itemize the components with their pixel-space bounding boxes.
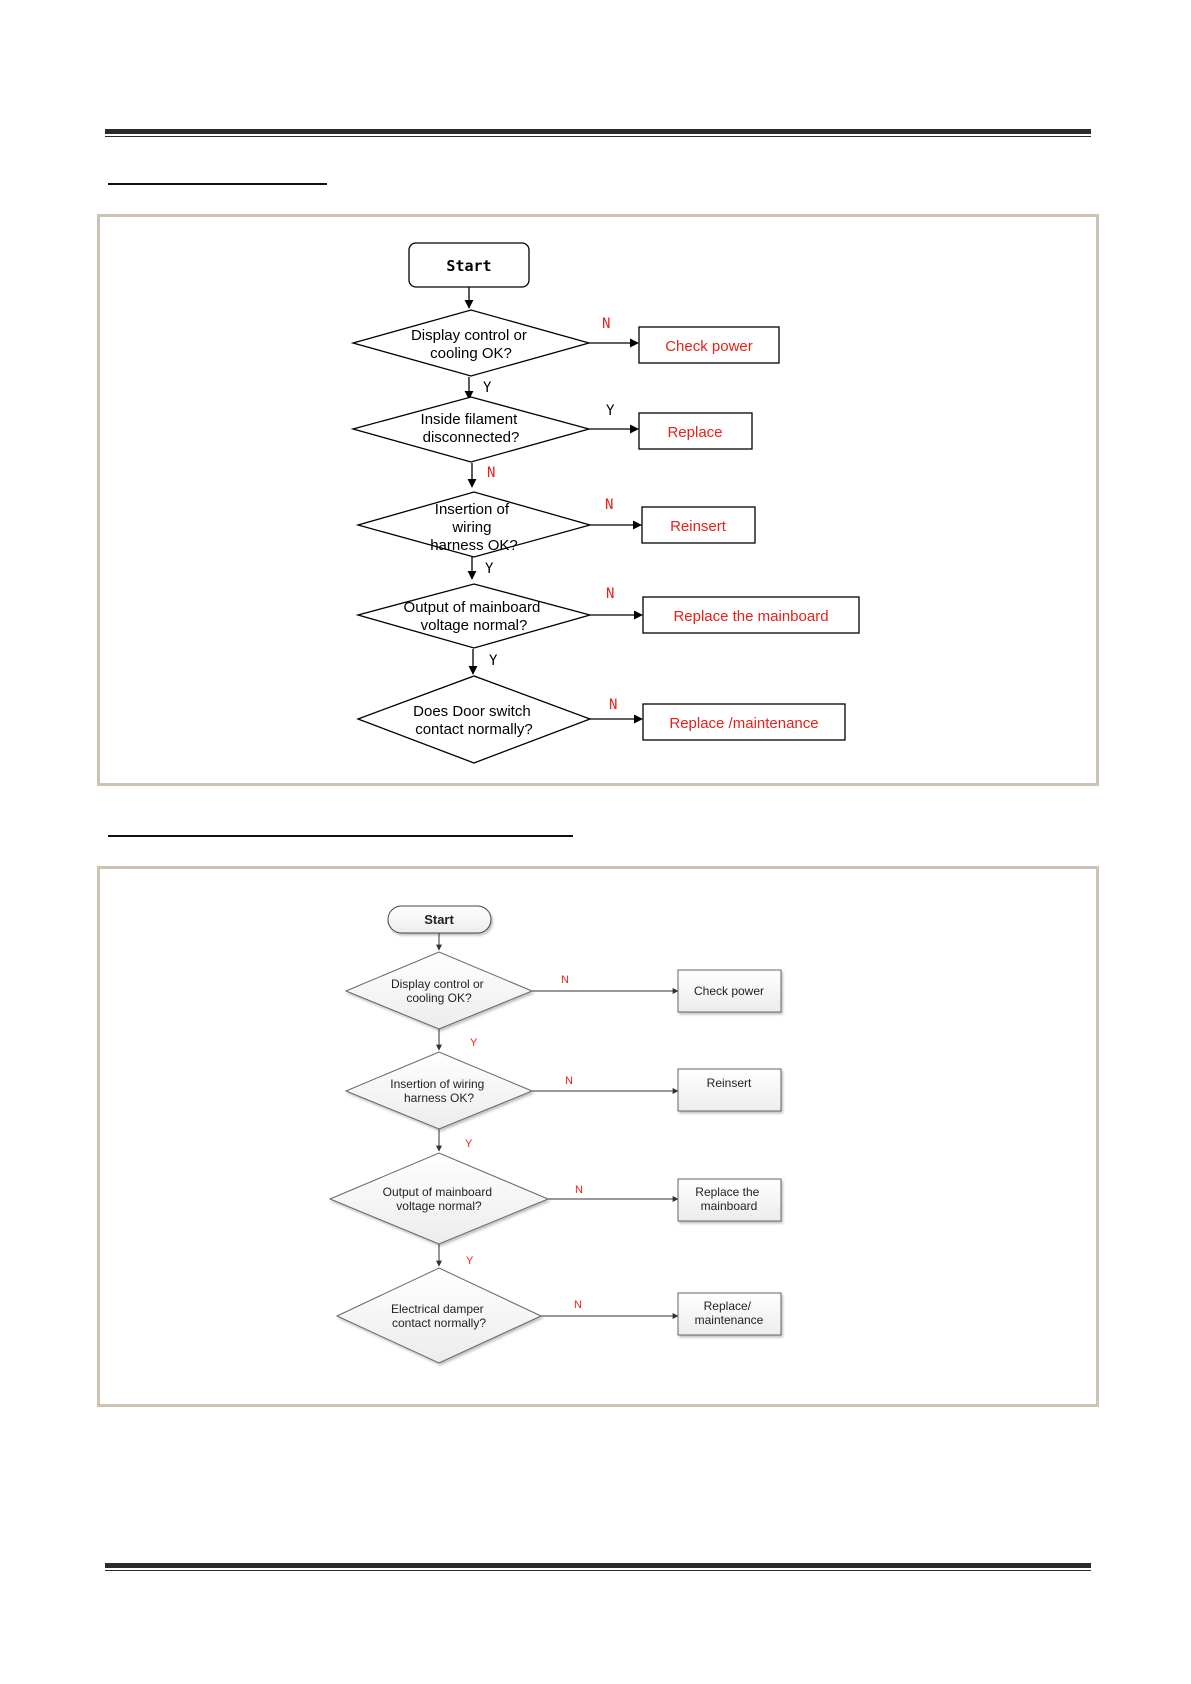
f1-action-box-1: [638, 326, 780, 364]
section-1-heading-underline: [108, 183, 327, 185]
page-footer-rule: [105, 1563, 1091, 1571]
f2-action-box-2: [677, 1068, 782, 1112]
f1-label-q3-side: N: [605, 497, 613, 513]
f2-start-label: Start: [424, 912, 454, 927]
f2-label-q3-side: N: [575, 1184, 583, 1196]
page-header-rule: [105, 129, 1091, 137]
flowchart-1: Start Display control or cooling OK? Ins…: [350, 242, 860, 764]
f1-label-q1-side: N: [602, 316, 610, 332]
f2-label-q1-down: Y: [470, 1037, 478, 1049]
f2-label-q2-down: Y: [465, 1138, 473, 1150]
f1-action-2-text: Replace: [667, 424, 722, 441]
f1-action-box-4: [642, 596, 860, 634]
f1-action-1-text: Check power: [665, 338, 753, 355]
f1-action-3-text: Reinsert: [670, 518, 727, 535]
f2-label-q3-down: Y: [466, 1255, 474, 1267]
f1-label-q2-side: Y: [606, 403, 615, 419]
f2-action-box-3: [677, 1178, 782, 1222]
f1-action-box-3: [641, 506, 756, 544]
f1-label-q1-down: Y: [483, 380, 492, 396]
f1-start-label: Start: [446, 257, 491, 275]
f2-decision-1-text: Display control or cooling OK?: [391, 977, 487, 1005]
f2-decision-3-text: Output of mainboard voltage normal?: [383, 1185, 496, 1213]
f2-label-q4-side: N: [574, 1299, 582, 1311]
f1-action-5-text: Replace /maintenance: [669, 715, 818, 732]
f2-action-4-text: Replace/ maintenance: [695, 1299, 764, 1327]
f1-start-node: Start: [408, 242, 530, 288]
flowchart-1-panel: Start Display control or cooling OK? Ins…: [97, 214, 1099, 786]
f1-label-q4-down: Y: [489, 653, 498, 669]
f2-action-3-text: Replace the mainboard: [695, 1185, 762, 1213]
f2-label-q1-side: N: [561, 974, 569, 986]
flowchart-2-panel: Start Display control or cooling OK? Ins…: [97, 866, 1099, 1407]
f2-action-1-text: Check power: [694, 984, 764, 998]
f1-label-q4-side: N: [606, 586, 614, 602]
f1-action-4-text: Replace the mainboard: [673, 608, 828, 625]
f1-action-box-5: [642, 703, 846, 741]
f1-label-q3-down: Y: [485, 561, 494, 577]
f1-decision-4: [355, 583, 593, 649]
f1-decision-5-text: Does Door switch contact normally?: [413, 703, 535, 738]
f2-action-2-text: Reinsert: [707, 1076, 752, 1090]
f2-action-box-1: [677, 969, 782, 1013]
f2-decision-4-text: Electrical damper contact normally?: [391, 1302, 487, 1330]
f1-decision-3-text: Insertion of wiring harness OK?: [430, 501, 518, 554]
f2-start-node: Start: [387, 905, 492, 934]
f2-decision-2-text: Insertion of wiring harness OK?: [390, 1077, 487, 1105]
f1-label-q5-side: N: [609, 697, 617, 713]
f2-action-box-4: [677, 1292, 782, 1336]
f1-label-q2-down: N: [487, 465, 495, 481]
f1-decision-1-text: Display control or cooling OK?: [411, 327, 531, 362]
flowchart-2: Start Display control or cooling OK? Ins…: [328, 905, 782, 1364]
f1-decision-2-text: Inside filament disconnected?: [421, 411, 522, 446]
f1-decision-4-text: Output of mainboard voltage normal?: [404, 599, 545, 634]
section-2-heading-underline: [108, 835, 573, 837]
f2-label-q2-side: N: [565, 1075, 573, 1087]
f1-action-box-2: [638, 412, 753, 450]
